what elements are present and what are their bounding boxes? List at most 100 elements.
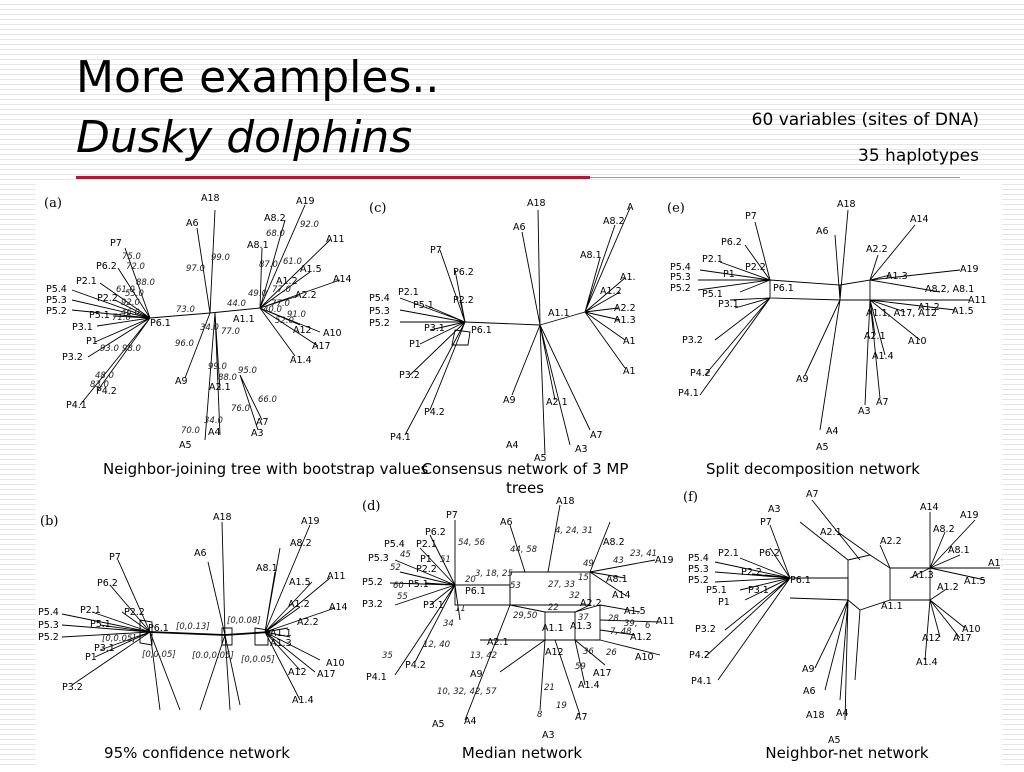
- svg-text:P1: P1: [85, 652, 97, 663]
- svg-text:P3.2: P3.2: [62, 682, 83, 693]
- svg-text:P6.1: P6.1: [148, 623, 169, 634]
- svg-text:A17: A17: [312, 341, 331, 352]
- svg-text:61.0: 61.0: [116, 285, 135, 295]
- svg-text:34.0: 34.0: [200, 323, 219, 333]
- svg-text:A8.1: A8.1: [247, 240, 269, 251]
- panel-c: (c) A18 A A6 A8.2 A8.1 A1. A1.2 A2.2 A1.…: [369, 198, 636, 464]
- svg-text:20: 20: [465, 575, 476, 585]
- svg-text:A10: A10: [323, 328, 342, 339]
- svg-text:21: 21: [544, 683, 555, 693]
- svg-text:37: 37: [578, 613, 589, 623]
- svg-text:26: 26: [606, 648, 617, 658]
- svg-text:15: 15: [578, 573, 589, 583]
- svg-text:36: 36: [583, 647, 594, 657]
- svg-text:P5.2: P5.2: [670, 283, 691, 294]
- svg-text:19: 19: [556, 701, 567, 711]
- svg-text:A14: A14: [612, 590, 631, 601]
- haplotypes-note: 35 haplotypes: [858, 146, 979, 166]
- svg-text:A17: A17: [317, 669, 336, 680]
- svg-text:P4.1: P4.1: [66, 400, 87, 411]
- svg-text:A1.4: A1.4: [290, 355, 312, 366]
- svg-text:A: A: [627, 202, 634, 213]
- svg-text:P3.2: P3.2: [399, 370, 420, 381]
- svg-text:P2.1: P2.1: [718, 548, 739, 559]
- caption-panel-d: Median network: [461, 744, 583, 762]
- svg-text:13, 42: 13, 42: [470, 651, 497, 661]
- svg-text:29,50: 29,50: [513, 611, 537, 621]
- svg-text:10, 32, 42, 57: 10, 32, 42, 57: [437, 687, 497, 697]
- svg-text:40.0: 40.0: [263, 305, 282, 315]
- svg-text:P5.3: P5.3: [688, 564, 709, 575]
- svg-text:P5.2: P5.2: [362, 577, 383, 588]
- network-figure-svg: (a) A18 A6 A19 A8.2 A8.1 A11 A1.5 A14 A1…: [38, 193, 1007, 746]
- svg-text:P2.1: P2.1: [76, 276, 97, 287]
- svg-text:A12: A12: [293, 325, 312, 336]
- panel-d-edges: [389, 504, 661, 721]
- svg-text:A8.2: A8.2: [264, 213, 286, 224]
- svg-text:P5.3: P5.3: [46, 295, 67, 306]
- svg-text:P6.2: P6.2: [425, 527, 446, 538]
- svg-text:P7: P7: [745, 211, 757, 222]
- panel-e-labels: A18 P7 A14 A6 P6.2 A2.2 P2.1 P2.2 P5.4 A…: [670, 199, 987, 453]
- svg-text:P7: P7: [446, 510, 458, 521]
- svg-text:A4: A4: [826, 426, 839, 437]
- svg-text:11: 11: [455, 604, 466, 614]
- svg-text:87.0: 87.0: [259, 260, 278, 270]
- svg-text:P5.4: P5.4: [670, 262, 691, 273]
- svg-text:P6.1: P6.1: [150, 318, 171, 329]
- svg-text:A18: A18: [806, 710, 825, 721]
- svg-text:A18: A18: [556, 496, 575, 507]
- svg-text:A1.5: A1.5: [624, 606, 646, 617]
- svg-text:A18: A18: [527, 198, 546, 209]
- svg-text:39,: 39,: [624, 619, 638, 629]
- svg-text:P5.3: P5.3: [38, 620, 59, 631]
- svg-text:59: 59: [575, 662, 586, 672]
- svg-text:P4.1: P4.1: [366, 672, 387, 683]
- svg-text:70.0: 70.0: [181, 426, 200, 436]
- svg-text:P4.1: P4.1: [678, 388, 699, 399]
- svg-text:A19: A19: [655, 555, 674, 566]
- svg-text:P2.1: P2.1: [80, 605, 101, 616]
- svg-text:A14: A14: [329, 602, 348, 613]
- svg-text:[0,0.05]: [0,0.05]: [102, 634, 136, 644]
- svg-text:72.0: 72.0: [126, 262, 145, 272]
- svg-text:A9: A9: [802, 664, 815, 675]
- svg-text:A6: A6: [194, 548, 207, 559]
- slide-subtitle: Dusky dolphins: [76, 112, 413, 163]
- svg-text:P1: P1: [409, 339, 421, 350]
- svg-text:[0,0.05]: [0,0.05]: [241, 655, 275, 665]
- svg-text:77.0: 77.0: [271, 299, 290, 309]
- panel-e-tag: (e): [667, 201, 685, 216]
- svg-text:A7: A7: [876, 397, 889, 408]
- svg-text:48.0: 48.0: [95, 371, 114, 381]
- svg-text:55.0: 55.0: [125, 289, 144, 299]
- title-divider-red: [76, 176, 590, 179]
- svg-text:92.0: 92.0: [121, 298, 140, 308]
- panel-e-edges: [697, 209, 970, 431]
- svg-text:A8.2: A8.2: [603, 216, 625, 227]
- svg-text:P5.2: P5.2: [46, 306, 67, 317]
- svg-text:A11: A11: [656, 616, 675, 627]
- svg-text:[0,0.13]: [0,0.13]: [176, 622, 210, 632]
- svg-text:P5.1: P5.1: [702, 289, 723, 300]
- svg-text:[0,0.05]: [0,0.05]: [142, 650, 176, 660]
- svg-text:54, 56: 54, 56: [458, 538, 486, 548]
- panel-a: (a) A18 A6 A19 A8.2 A8.1 A11 A1.5 A14 A1…: [44, 193, 352, 451]
- svg-text:A1.4: A1.4: [292, 695, 314, 706]
- svg-text:P2.2: P2.2: [453, 295, 474, 306]
- svg-text:23, 41: 23, 41: [630, 549, 657, 559]
- svg-text:A1.3: A1.3: [912, 570, 934, 581]
- svg-text:75.0: 75.0: [122, 252, 141, 262]
- svg-text:P4.2: P4.2: [424, 407, 445, 418]
- svg-text:4, 24, 31: 4, 24, 31: [555, 526, 593, 536]
- svg-text:P7: P7: [760, 517, 772, 528]
- svg-text:A2.1: A2.1: [864, 331, 886, 342]
- svg-text:P1: P1: [723, 269, 735, 280]
- svg-text:A1.5: A1.5: [289, 577, 311, 588]
- svg-text:A7: A7: [575, 712, 588, 723]
- svg-text:A19: A19: [960, 510, 979, 521]
- svg-text:P5.1: P5.1: [706, 585, 727, 596]
- svg-text:A4: A4: [506, 440, 519, 451]
- svg-text:12, 40: 12, 40: [423, 640, 450, 650]
- panel-f-tag: (f): [683, 490, 698, 505]
